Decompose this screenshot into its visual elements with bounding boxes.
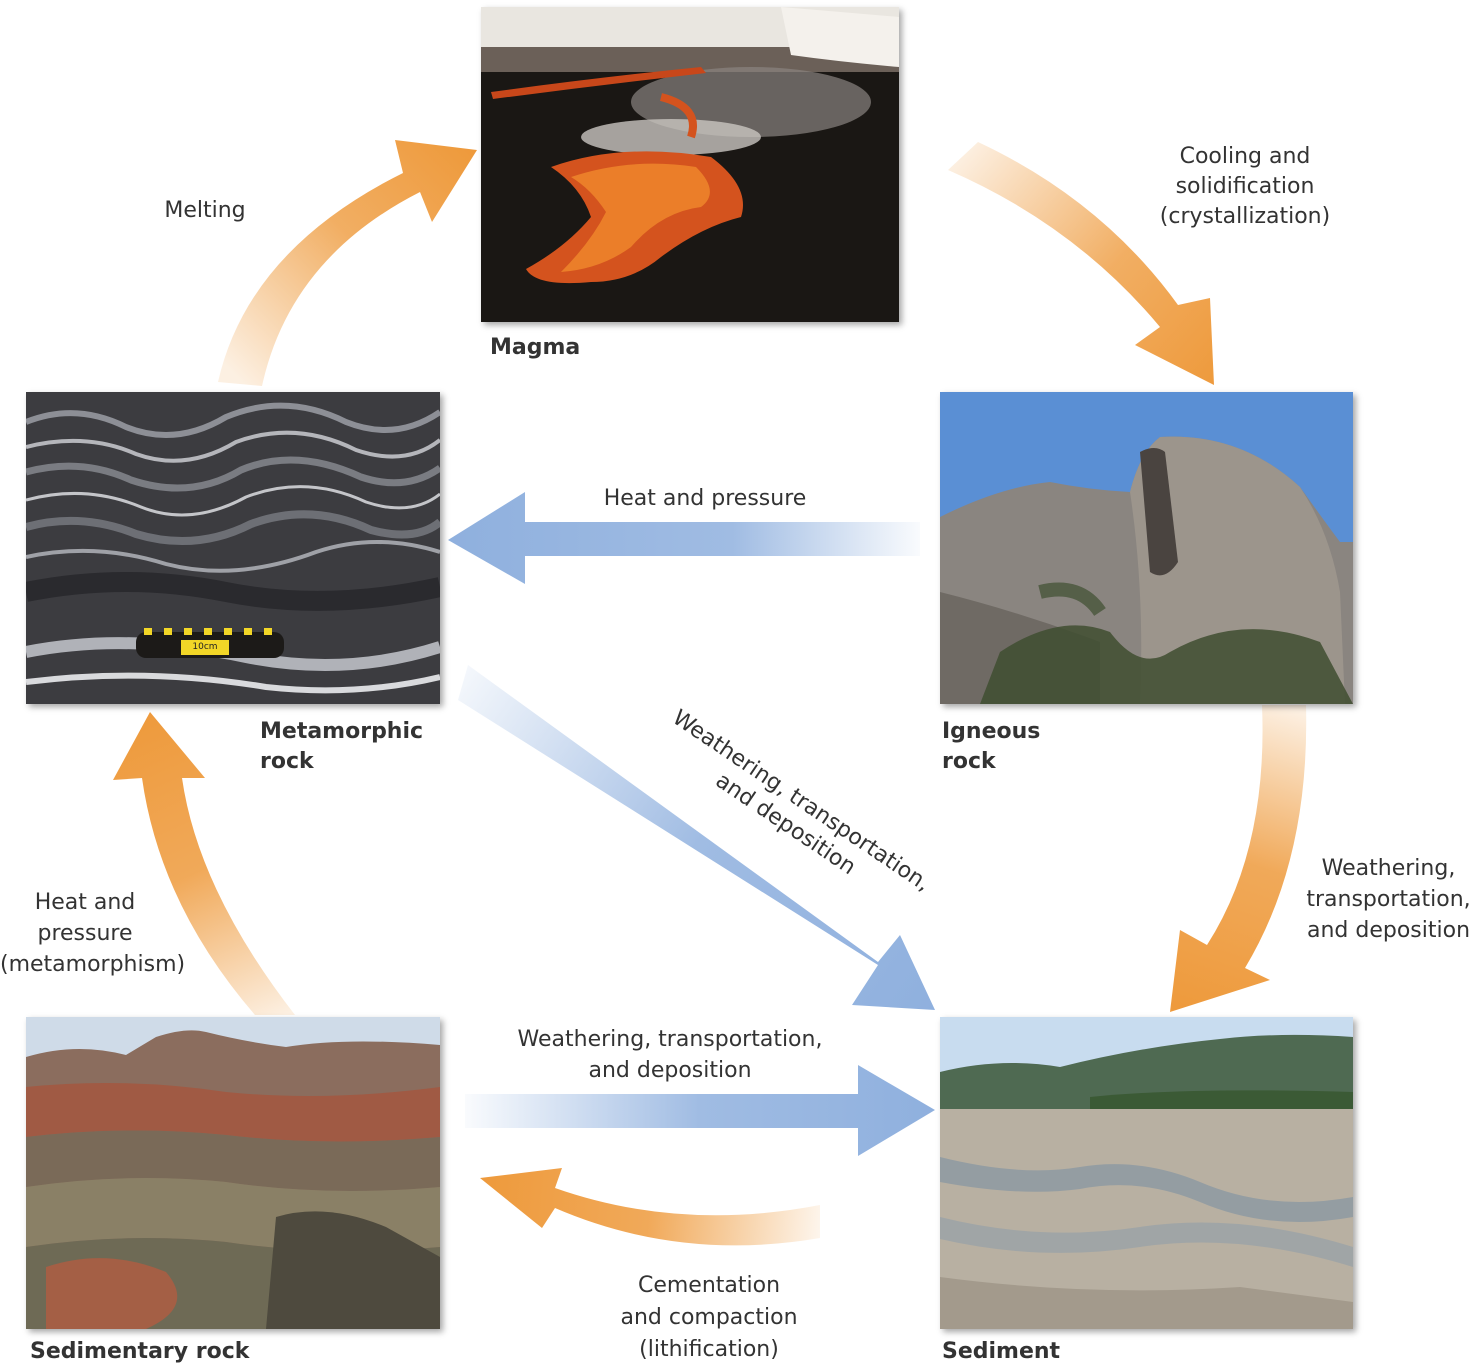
- weathering-diagonal-arrow: [458, 665, 935, 1010]
- weathering-right-arrow: [1170, 705, 1307, 1012]
- metamorphism-arrow: [113, 712, 295, 1015]
- cooling-arrow: [948, 142, 1214, 385]
- igneous-photo: [940, 392, 1353, 704]
- metamorphism-label: Heat and pressure (metamorphism): [0, 890, 186, 977]
- scale-bar-label: 10cm: [192, 642, 218, 652]
- heat-pressure-label: Heat and pressure: [603, 486, 807, 511]
- magma-photo: [481, 7, 899, 322]
- weathering-bottom-arrow: [465, 1065, 935, 1156]
- magma-label: Magma: [490, 335, 581, 360]
- sedimentary-photo: [26, 1017, 440, 1329]
- sediment-label: Sediment: [942, 1339, 1061, 1364]
- cementation-label: Cementation and compaction (lithificatio…: [620, 1273, 798, 1362]
- melting-label: Melting: [164, 198, 246, 223]
- weathering-right-label: Weathering, transportation, and depositi…: [1306, 856, 1471, 943]
- heat-pressure-arrow: [448, 492, 920, 584]
- sedimentary-rock-label: Sedimentary rock: [30, 1339, 250, 1364]
- cementation-arrow: [480, 1168, 820, 1246]
- cooling-label: Cooling and solidification (crystallizat…: [1159, 144, 1331, 229]
- metamorphic-rock-label: Metamorphic rock: [260, 719, 424, 774]
- weathering-bottom-label: Weathering, transportation, and depositi…: [517, 1027, 823, 1083]
- metamorphic-photo: 10cm: [26, 392, 440, 704]
- melting-arrow: [218, 140, 477, 386]
- igneous-rock-label: Igneous rock: [942, 719, 1041, 774]
- sediment-photo: [940, 1017, 1353, 1329]
